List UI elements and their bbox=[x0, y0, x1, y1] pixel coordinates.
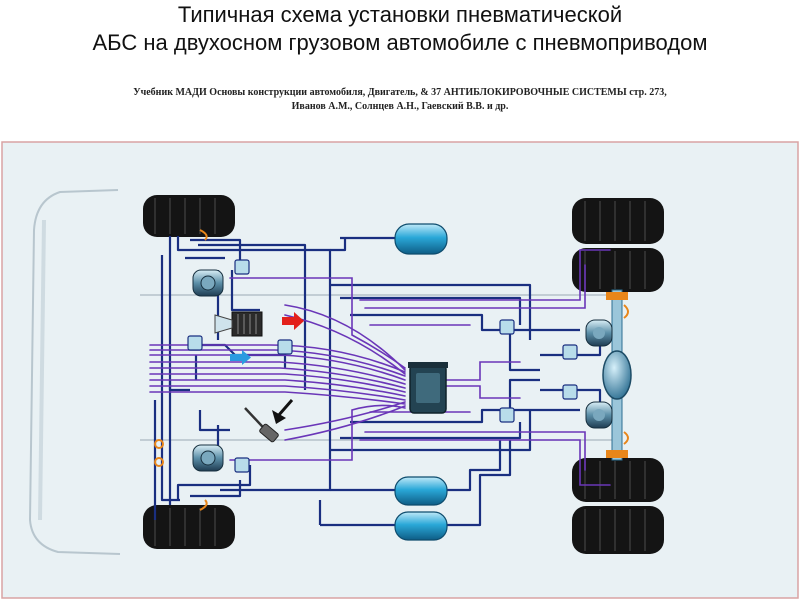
title-line-2: АБС на двухосном грузовом автомобиле с п… bbox=[92, 30, 708, 55]
source-reference-line-2: Иванов А.М., Солнцев А.Н., Гаевский В.В.… bbox=[291, 101, 509, 112]
rear-right-hub bbox=[606, 450, 628, 458]
arrow-right-icon-blue bbox=[230, 350, 251, 365]
cab-outline bbox=[28, 189, 121, 555]
compressor bbox=[214, 311, 263, 337]
rear-left-brake-chamber bbox=[585, 319, 613, 347]
rear-right-outer-tire bbox=[572, 506, 664, 554]
front-right-tire bbox=[143, 505, 235, 549]
air-receiver-bottom bbox=[394, 511, 448, 541]
front-right-brake-chamber bbox=[192, 444, 224, 472]
air-receiver-middle bbox=[394, 476, 448, 506]
brake-pedal bbox=[244, 407, 279, 443]
abs-diagram bbox=[0, 140, 800, 600]
front-wheel-speed-sensors bbox=[154, 229, 629, 511]
arrow-down-left-icon bbox=[272, 399, 294, 424]
rear-left-inner-tire bbox=[572, 248, 664, 292]
air-receiver-top bbox=[394, 223, 448, 255]
front-left-tire bbox=[143, 195, 235, 237]
abs-diagram-svg bbox=[1, 141, 799, 599]
rear-left-outer-tire bbox=[572, 198, 664, 244]
rear-right-brake-chamber bbox=[585, 401, 613, 429]
rear-left-hub bbox=[606, 292, 628, 300]
abs-control-unit bbox=[408, 362, 448, 414]
rear-right-inner-tire bbox=[572, 458, 664, 502]
source-reference-line-1: Учебник МАДИ Основы конструкции автомоби… bbox=[133, 87, 667, 98]
front-left-brake-chamber bbox=[192, 269, 224, 297]
modulator-valves bbox=[187, 259, 578, 473]
title-line-1: Типичная схема установки пневматической bbox=[177, 2, 623, 27]
windshield bbox=[38, 219, 46, 521]
rear-differential bbox=[602, 350, 632, 400]
electric-harness bbox=[149, 249, 611, 486]
arrow-right-icon bbox=[282, 312, 304, 330]
